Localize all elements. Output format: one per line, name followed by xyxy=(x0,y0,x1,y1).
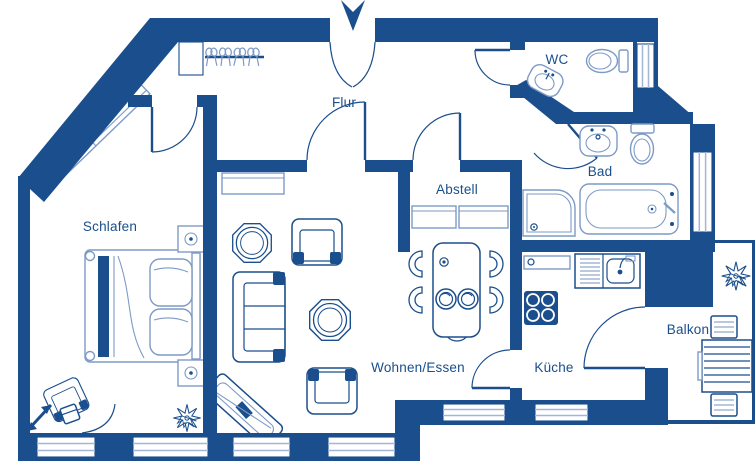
room-label-wohnen-essen: Wohnen/Essen xyxy=(371,360,465,375)
dining-chair xyxy=(408,286,423,314)
armchair xyxy=(291,218,343,266)
side-table xyxy=(232,223,272,263)
windows-layer xyxy=(36,43,713,458)
balcony-railing xyxy=(713,240,755,243)
curved-wall-corner xyxy=(81,403,116,434)
kitchen-sink xyxy=(574,253,641,289)
room-label-wc: WC xyxy=(546,52,569,67)
coat-rack xyxy=(178,41,264,76)
armchair xyxy=(306,367,358,415)
shower xyxy=(522,189,576,237)
room-label-bad: Bad xyxy=(588,164,613,179)
room-label-abstell: Abstell xyxy=(436,182,478,197)
window xyxy=(132,436,209,458)
plate xyxy=(435,288,457,310)
doors-layer xyxy=(81,0,646,434)
wc-sink xyxy=(526,64,564,98)
door-kitchen xyxy=(471,349,511,390)
door-balcony xyxy=(583,306,646,370)
floor-lamp xyxy=(25,403,53,433)
dining-chair xyxy=(489,250,504,278)
window xyxy=(442,403,506,422)
stove xyxy=(524,291,558,325)
entrance-arrow-icon xyxy=(341,0,365,31)
labels-layer: Schlafen Flur WC Bad Abstell Wohnen/Esse… xyxy=(83,52,709,375)
window xyxy=(36,436,96,458)
bath-sink xyxy=(579,125,618,157)
door-bedroom xyxy=(150,106,198,153)
balcony-chair xyxy=(710,393,738,417)
kitchen-counter xyxy=(523,255,571,270)
room-label-schlafen: Schlafen xyxy=(83,219,137,234)
window xyxy=(636,43,655,89)
window xyxy=(327,436,396,458)
balcony-railing xyxy=(752,240,755,424)
double-bed xyxy=(84,249,201,363)
plant-icon xyxy=(172,403,202,433)
door-living xyxy=(306,101,367,161)
stool xyxy=(59,403,81,425)
door-storage xyxy=(412,112,462,161)
storage-shelf xyxy=(458,205,509,229)
plate xyxy=(457,288,479,310)
sofa xyxy=(232,271,286,363)
balcony-chair xyxy=(710,315,738,339)
balcony-railing xyxy=(665,420,755,424)
storage-shelf xyxy=(411,205,457,229)
wc-toilet xyxy=(585,48,629,74)
dining-table xyxy=(432,242,481,338)
room-label-flur: Flur xyxy=(332,95,356,110)
coffee-table xyxy=(309,299,351,341)
bath-toilet xyxy=(629,123,655,165)
room-label-kueche: Küche xyxy=(534,360,573,375)
entrance-door xyxy=(329,0,376,88)
dining-chair xyxy=(408,250,423,278)
fixtures-layer xyxy=(522,48,679,237)
window xyxy=(232,436,291,458)
dining-chair xyxy=(489,286,504,314)
window xyxy=(534,403,589,422)
bathtub xyxy=(579,183,679,235)
door-wc xyxy=(474,48,511,86)
furniture-layer xyxy=(22,41,753,447)
window xyxy=(692,151,713,233)
balcony-table xyxy=(697,339,753,393)
room-label-balkon: Balkon xyxy=(667,322,709,337)
nightstand xyxy=(177,225,206,253)
nightstand xyxy=(177,359,206,387)
balcony-railing xyxy=(665,402,668,420)
sideboard xyxy=(221,172,285,195)
plant-icon xyxy=(721,261,751,291)
